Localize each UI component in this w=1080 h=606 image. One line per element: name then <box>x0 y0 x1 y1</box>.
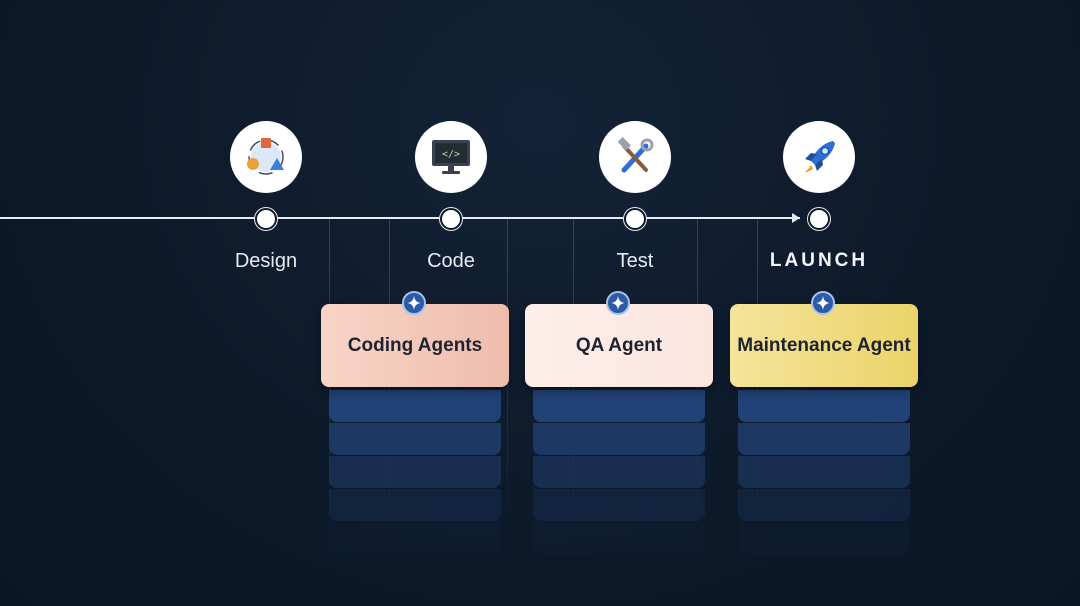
stack-layer <box>738 423 910 455</box>
sparkle-badge <box>402 291 426 315</box>
stage-icon-circle <box>230 121 302 193</box>
stack-layer <box>329 522 501 554</box>
stack-layer <box>533 522 705 554</box>
svg-text:</>: </> <box>442 149 460 160</box>
stage-label-test: Test <box>616 250 654 272</box>
stage-code: </> Code <box>381 0 521 290</box>
sparkle-badge <box>606 291 630 315</box>
sparkle-icon <box>611 296 625 310</box>
stack-layer <box>533 390 705 422</box>
agent-card-coding[interactable]: Coding Agents <box>321 304 509 387</box>
timeline-arrowhead <box>792 213 800 223</box>
stack-layer <box>533 456 705 488</box>
timeline-node <box>808 208 830 230</box>
timeline-node <box>255 208 277 230</box>
tools-icon <box>618 137 654 173</box>
stack-layer <box>533 423 705 455</box>
stack-layer <box>738 390 910 422</box>
agent-qa: QA Agent <box>525 291 713 554</box>
agent-coding: Coding Agents <box>321 291 509 554</box>
sparkle-icon <box>816 296 830 310</box>
stack-layer <box>329 489 501 521</box>
stage-design: Design <box>196 0 336 290</box>
timeline-node <box>624 208 646 230</box>
stage-label-design: Design <box>234 250 298 272</box>
stack-layer <box>329 456 501 488</box>
stack-layer <box>533 489 705 521</box>
sparkle-badge <box>811 291 835 315</box>
stack-layer <box>738 522 910 554</box>
design-shapes-icon <box>247 138 284 175</box>
agent-card-maintenance[interactable]: Maintenance Agent <box>730 304 918 387</box>
stage-test: Test <box>565 0 705 290</box>
stack-layer <box>329 390 501 422</box>
timeline-axis <box>0 217 800 219</box>
agent-card-qa[interactable]: QA Agent <box>525 304 713 387</box>
stage-launch: LAUNCH <box>749 0 889 290</box>
timeline-node <box>440 208 462 230</box>
code-monitor-icon: </> <box>432 140 470 174</box>
rocket-icon <box>805 141 835 173</box>
stage-icon-circle <box>599 121 671 193</box>
stage-label-code: Code <box>427 250 475 272</box>
stage-icon-circle <box>783 121 855 193</box>
stage-icon-circle: </> <box>415 121 487 193</box>
stack-layer <box>329 423 501 455</box>
stage-label-launch: LAUNCH <box>769 250 869 271</box>
agent-maintenance: Maintenance Agent <box>730 291 918 554</box>
stack-layer <box>738 456 910 488</box>
stack-layer <box>738 489 910 521</box>
sparkle-icon <box>407 296 421 310</box>
